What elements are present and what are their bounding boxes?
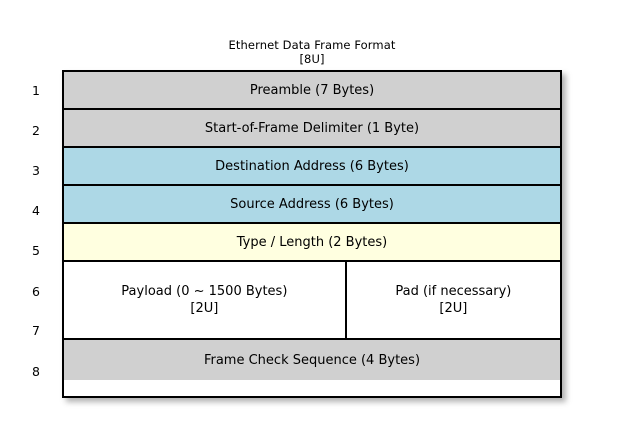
frame-field-payload: Payload (0 ~ 1500 Bytes) [2U]	[64, 262, 347, 338]
frame-field-label: Preamble (7 Bytes)	[249, 82, 375, 98]
page-title-subscript: [8U]	[299, 52, 325, 66]
frame-field-label: Payload (0 ~ 1500 Bytes) [2U]	[121, 284, 288, 316]
ethernet-frame-diagram: Preamble (7 Bytes) Start-of-Frame Delimit…	[62, 70, 566, 402]
row-number-7: 7	[32, 322, 40, 338]
frame-field-label: Start-of-Frame Delimiter (1 Byte)	[204, 120, 420, 136]
frame-table: Preamble (7 Bytes) Start-of-Frame Delimit…	[62, 70, 562, 398]
frame-field-row: Destination Address (6 Bytes)	[64, 148, 560, 186]
frame-field-label: Frame Check Sequence (4 Bytes)	[203, 352, 421, 368]
row-number-6: 6	[32, 283, 40, 299]
frame-field-label: Source Address (6 Bytes)	[230, 196, 394, 212]
frame-field-row: Payload (0 ~ 1500 Bytes) [2U] Pad (if nec…	[64, 262, 560, 340]
frame-field-row: Start-of-Frame Delimiter (1 Byte)	[64, 110, 560, 148]
frame-field-label: Pad (if necessary) [2U]	[395, 284, 512, 316]
frame-field-label: Type / Length (2 Bytes)	[236, 234, 388, 250]
row-number-gutter: 1 2 3 4 5 6 7 8	[18, 70, 54, 398]
frame-field-row: Preamble (7 Bytes)	[64, 72, 560, 110]
row-number-5: 5	[32, 243, 40, 258]
row-number-2: 2	[32, 123, 40, 138]
frame-field-label: Destination Address (6 Bytes)	[215, 158, 409, 174]
frame-field-pad: Pad (if necessary) [2U]	[347, 262, 560, 338]
frame-field-row: Frame Check Sequence (4 Bytes)	[64, 340, 560, 380]
frame-field-row: Source Address (6 Bytes)	[64, 186, 560, 224]
frame-field-row: Type / Length (2 Bytes)	[64, 224, 560, 262]
row-number-4: 4	[32, 203, 40, 218]
row-number-1: 1	[32, 83, 40, 98]
row-number-8: 8	[32, 364, 40, 379]
chart-title-block: Ethernet Data Frame Format [8U]	[62, 38, 562, 66]
row-number-3: 3	[32, 163, 40, 178]
page-title: Ethernet Data Frame Format	[228, 38, 396, 52]
